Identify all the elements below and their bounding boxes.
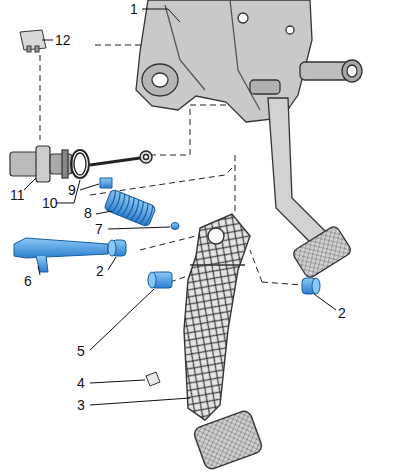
callout-number: 8 xyxy=(84,206,92,220)
callout-number: 11 xyxy=(10,188,25,202)
callout-number: 7 xyxy=(95,222,103,236)
callout-number: 12 xyxy=(55,33,71,47)
callout-number: 1 xyxy=(130,2,138,16)
leader-lines xyxy=(24,9,336,405)
pedal-stop xyxy=(146,372,160,386)
spring xyxy=(104,189,157,227)
callout-number: 6 xyxy=(24,274,32,288)
callout-number: 5 xyxy=(77,344,85,358)
callout-number: 9 xyxy=(68,183,76,197)
callout-number: 3 xyxy=(77,398,85,412)
callout-number: 4 xyxy=(77,376,85,390)
bushing xyxy=(302,278,320,294)
ring-and-pushrod xyxy=(71,150,152,178)
connector xyxy=(20,30,46,52)
callout-number: 2 xyxy=(338,306,346,320)
brake-pedal xyxy=(184,214,264,471)
brake-light-switch xyxy=(10,146,72,182)
clutch-pedal xyxy=(268,98,353,279)
pin xyxy=(171,223,179,230)
sleeve xyxy=(148,272,172,288)
callout-number: 2 xyxy=(96,264,104,278)
bushing xyxy=(108,240,126,256)
clip xyxy=(100,178,112,188)
pedal-bracket xyxy=(136,0,362,122)
pivot-bolt xyxy=(14,238,108,272)
callout-number: 10 xyxy=(42,196,58,210)
